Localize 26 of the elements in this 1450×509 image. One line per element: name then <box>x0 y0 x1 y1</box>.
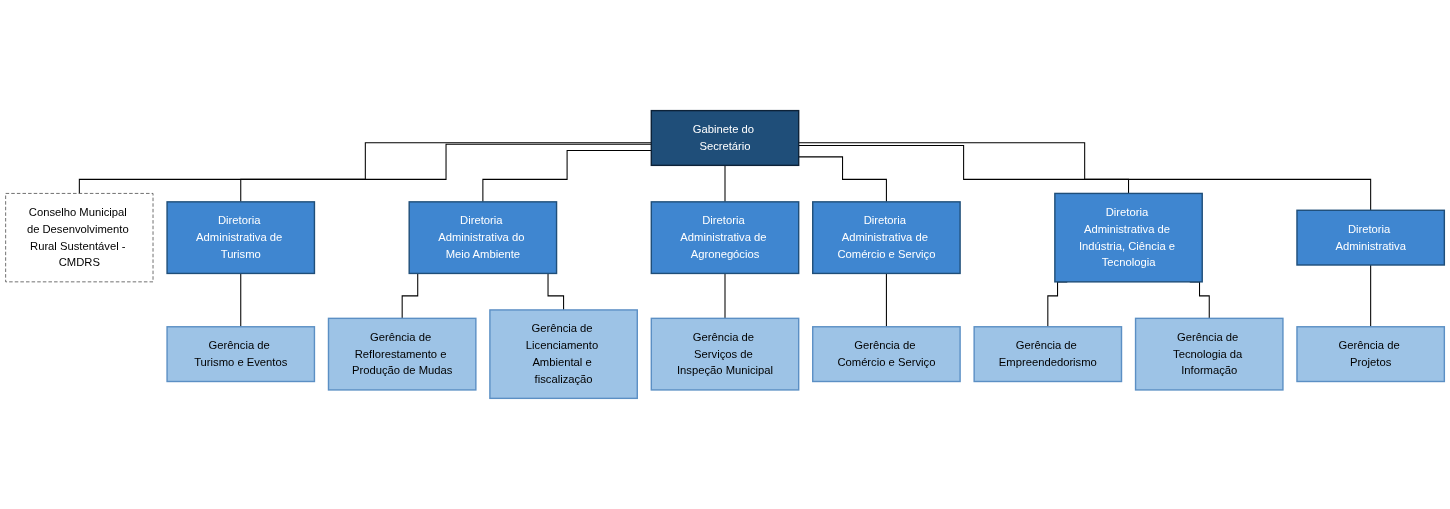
node-box: Gerência de Comércio e Serviço <box>812 326 961 383</box>
node-box: Diretoria Administrativa de Agronegócios <box>650 201 800 275</box>
node-box: Gerência de Turismo e Eventos <box>166 326 316 383</box>
connector <box>724 164 726 203</box>
node-box: Gabinete do Secretário <box>650 109 800 167</box>
connector <box>798 142 1372 211</box>
connector <box>78 142 652 194</box>
node-box: Gerência de Projetos <box>1296 326 1446 383</box>
connector <box>482 150 652 203</box>
connector <box>240 272 242 328</box>
node-box: Gerência de Tecnologia da Informação <box>1134 317 1284 391</box>
node-box: Gerência de Licenciamento Ambiental e fiscalização <box>489 309 638 400</box>
connector <box>240 143 652 203</box>
connector <box>798 145 1130 194</box>
node-box: Diretoria Administrativa de Turismo <box>166 201 316 275</box>
connector <box>885 272 887 328</box>
node-box: Diretoria Administrativa de Indústria, Ciência e Tecnologia <box>1054 192 1203 283</box>
node-box: Diretoria Administrativa <box>1296 209 1446 266</box>
node-box: Gerência de Empreendedorismo <box>973 326 1123 383</box>
node-box: Diretoria Administrativa de Comércio e Serviço <box>812 201 961 275</box>
node-box: Diretoria Administrativa do Meio Ambiente <box>408 201 558 275</box>
node-box: Conselho Municipal de Desenvolvimento Rural Sustentável - CMDRS <box>5 193 154 283</box>
node-box: Gerência de Reflorestamento e Produção de Mudas <box>327 317 477 391</box>
connector <box>798 156 887 203</box>
node-box: Gerência de Serviços de Inspeção Municipal <box>650 317 800 391</box>
connector <box>1370 264 1372 328</box>
